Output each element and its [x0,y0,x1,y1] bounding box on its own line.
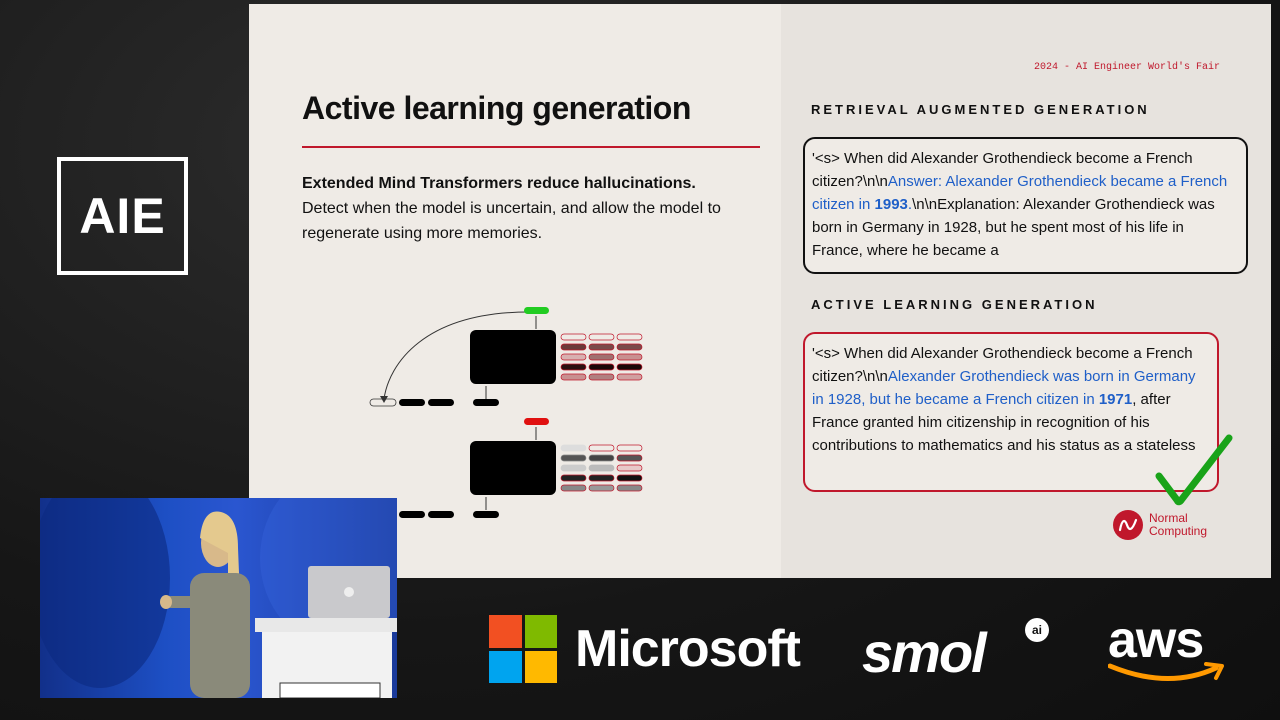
top-output-token [524,307,549,314]
speaker-scene [40,498,397,698]
top-input-token [473,399,499,406]
event-tag: 2024 - AI Engineer World's Fair [1034,62,1221,73]
alg-output-box: '<s> When did Alexander Grothendieck bec… [803,332,1219,492]
rag-answer-dot: . [907,196,913,213]
normal-computing-wordmark: Normal Computing [1149,511,1208,538]
aws-wordmark: aws [1108,611,1204,669]
rag-answer-year: 1993 [874,196,908,213]
alg-answer-year: 1971 [1098,391,1133,408]
alg-section-label: ACTIVE LEARNING GENERATION [811,297,1098,312]
top-input-token [428,399,454,406]
slide-body: Extended Mind Transformers reduce halluc… [302,171,732,246]
rag-answer: Answer: Alexander Grothendieck became a … [812,173,1228,213]
normal-computing-logo: Normal Computing [1113,510,1207,540]
body-description: Detect when the model is uncertain, and … [302,200,721,242]
top-memory-grid [560,333,643,381]
regenerate-arrow [383,311,530,400]
title-underline [302,146,760,148]
slide-title: Active learning generation [302,90,691,126]
aie-logo: AIE [57,157,188,275]
microsoft-wordmark: Microsoft [575,620,801,678]
bottom-memory-grid [560,444,643,492]
aws-smile-icon [1108,662,1224,681]
top-input-token [399,399,425,406]
alg-answer: Alexander Grothendieck was born in Germa… [812,368,1196,408]
top-model-block [470,330,556,384]
rag-prompt: '<s> When did Alexander Grothendieck bec… [812,150,1193,190]
bottom-output-token [524,418,549,425]
microsoft-icon [489,615,557,683]
alg-continuation: , after France granted him citizenship i… [812,391,1196,454]
smol-ai-badge: ai [1025,618,1049,642]
speaker-video [40,498,397,698]
checkmark-icon [1155,434,1233,506]
bottom-model-block [470,441,556,495]
bottom-input-token [399,511,425,518]
bottom-input-token [428,511,454,518]
alg-prompt: '<s> When did Alexander Grothendieck bec… [812,345,1193,385]
presentation-slide: 2024 - AI Engineer World's Fair Active l… [249,4,1271,578]
rag-section-label: RETRIEVAL AUGMENTED GENERATION [811,102,1150,117]
rag-explanation: \n\nExplanation: Alexander Grothendieck … [812,196,1215,259]
body-bold-line: Extended Mind Transformers reduce halluc… [302,175,696,192]
bottom-input-token [473,511,499,518]
microsoft-logo: Microsoft [489,615,801,683]
attention-diagram [369,307,643,518]
top-input-token-outline [369,398,397,407]
rag-output-box: '<s> When did Alexander Grothendieck bec… [803,137,1248,274]
aws-logo: aws [1108,610,1228,684]
smol-logo: smol [862,621,987,684]
normal-computing-icon [1113,510,1143,540]
